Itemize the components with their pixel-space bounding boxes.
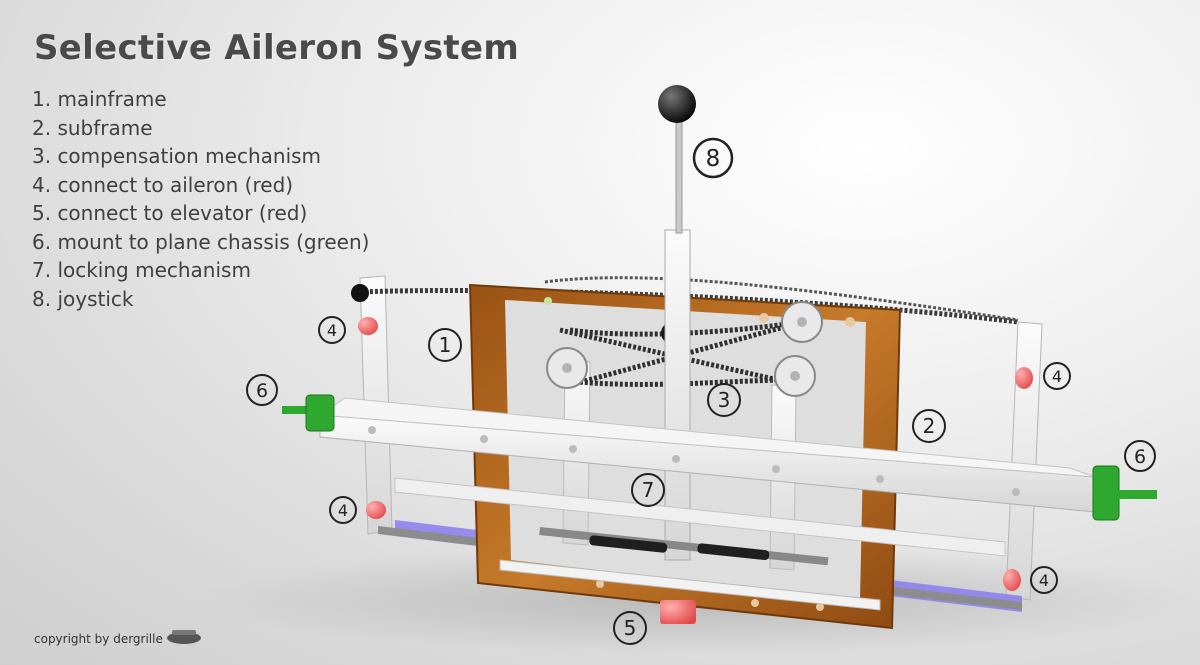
legend-item: 5. connect to elevator (red): [32, 201, 308, 225]
legend-item: 1. mainframe: [32, 87, 167, 111]
svg-text:6: 6: [1134, 446, 1146, 468]
callout-aileron: 4: [1030, 566, 1058, 594]
joystick: [658, 85, 696, 561]
legend-item: 8. joystick: [32, 286, 134, 311]
callout-mount: 6: [1124, 440, 1156, 472]
copyright-text: copyright by dergrille: [34, 632, 163, 646]
aileron-connector: [1003, 569, 1021, 591]
aileron-connector: [1015, 367, 1033, 389]
aileron-connector: [358, 317, 378, 335]
svg-text:4: 4: [1052, 367, 1062, 386]
joystick-stick: [675, 114, 683, 234]
author-logo-icon: [167, 630, 201, 644]
legend-list: 1. mainframe 2. subframe 3. compensation…: [32, 85, 369, 313]
mainframe-bolt: [544, 297, 552, 305]
chain-end-left: [351, 284, 369, 302]
subframe: [318, 397, 1096, 557]
upper-chain: [359, 287, 1019, 325]
mount-right: [1092, 465, 1157, 521]
callout-compensation: 3: [707, 383, 741, 417]
mainframe-bolt: [816, 603, 824, 611]
svg-text:3: 3: [718, 388, 731, 412]
callout-mainframe: 1: [428, 328, 462, 362]
mainframe-bolt: [845, 317, 855, 327]
page-title: Selective Aileron System: [34, 28, 520, 68]
svg-text:4: 4: [1039, 571, 1049, 590]
subframe-lower-bar: [394, 477, 1006, 557]
svg-text:7: 7: [642, 478, 655, 502]
legend-item: 2. subframe: [32, 115, 153, 140]
svg-text:8: 8: [706, 146, 721, 172]
callout-joystick: 8: [692, 137, 734, 179]
callout-locking: 7: [631, 473, 665, 507]
subframe-right-post: [1005, 321, 1043, 601]
mainframe-bolt: [596, 580, 604, 588]
mount-left: [282, 394, 335, 432]
locking-mechanism: [539, 527, 829, 566]
callout-aileron: 4: [329, 496, 357, 524]
legend-item: 3. compensation mechanism: [32, 144, 322, 168]
callout-aileron: 4: [1043, 362, 1071, 390]
elevator-connector: [660, 600, 696, 624]
mainframe-bolt: [759, 313, 769, 323]
legend-item: 6. mount to plane chassis (green): [32, 229, 370, 254]
svg-text:6: 6: [256, 380, 268, 402]
legend-item: 7. locking mechanism: [32, 258, 251, 282]
callout-elevator: 5: [613, 611, 647, 645]
legend-item: 4. connect to aileron (red): [32, 172, 294, 197]
callout-mount: 6: [246, 374, 278, 406]
svg-text:2: 2: [923, 414, 936, 438]
mainframe-bolt: [751, 599, 759, 607]
subframe-bottom-bar: [499, 559, 881, 611]
svg-text:1: 1: [439, 333, 452, 357]
svg-text:4: 4: [338, 501, 348, 520]
upper-chain-back: [544, 276, 1019, 322]
svg-text:5: 5: [624, 616, 637, 640]
callout-subframe: 2: [912, 409, 946, 443]
aileron-connector: [366, 501, 386, 519]
svg-text:4: 4: [327, 321, 337, 340]
joystick-knob: [658, 85, 696, 123]
callout-aileron: 4: [318, 316, 346, 344]
